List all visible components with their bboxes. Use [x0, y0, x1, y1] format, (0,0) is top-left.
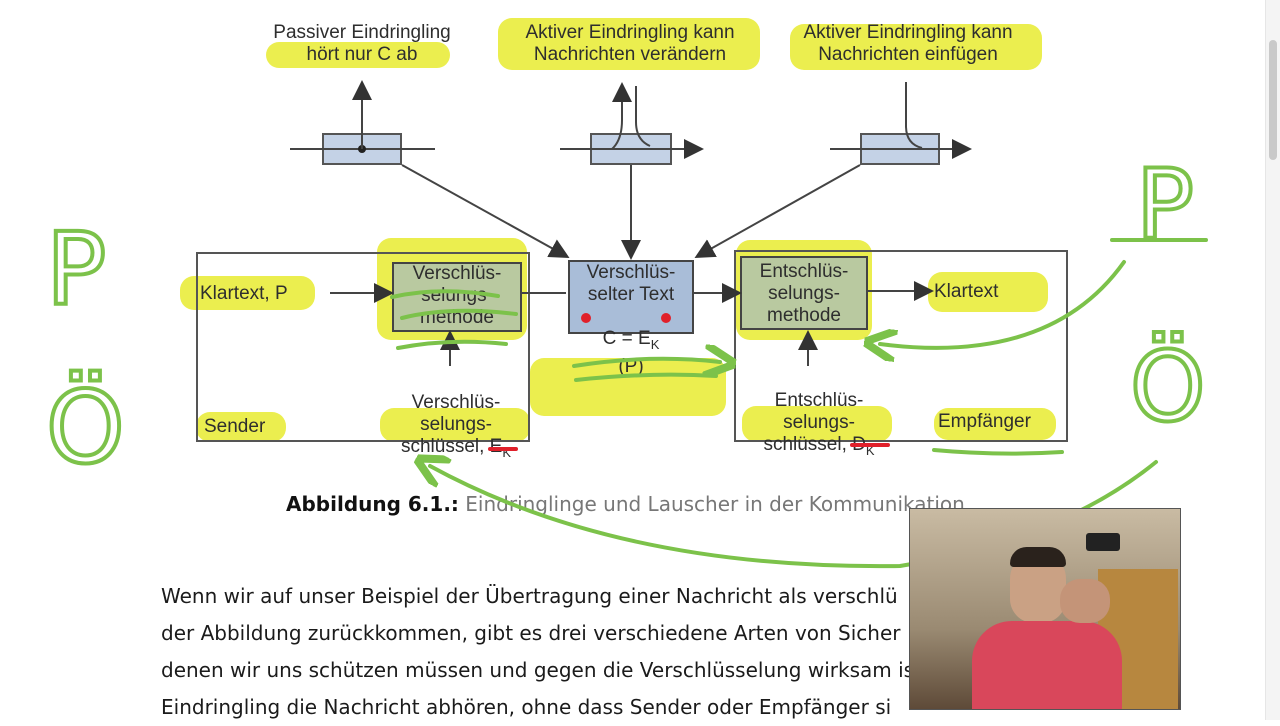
attacker-arrow — [611, 82, 632, 150]
sender-label: Sender — [204, 416, 266, 437]
ciphertext-label: Verschlüs- selter Text — [586, 262, 676, 305]
decryption-method-label: Entschlüs- selungs- methode — [759, 261, 849, 326]
scrollbar[interactable] — [1265, 0, 1280, 720]
encryption-key-text: Verschlüs- selungs- schlüssel, E — [400, 392, 503, 457]
formula-subscript: K — [650, 336, 660, 352]
decryption-key-subscript: K — [865, 442, 875, 458]
handwritten-oe-left: Ö — [46, 369, 125, 486]
encryption-key-subscript: K — [502, 444, 512, 460]
modify-return-line — [635, 86, 651, 147]
highlight-mark — [530, 358, 726, 416]
formula-start: C = E — [602, 328, 651, 349]
highlight-mark — [790, 24, 1042, 70]
receiver-plaintext-label: Klartext — [934, 281, 999, 302]
passive-attacker-label: Passiver Eindringling hört nur C ab — [273, 22, 451, 65]
handwritten-p-left: P — [46, 211, 106, 328]
figure-caption: Abbildung 6.1.: Eindringlinge und Lausch… — [286, 492, 965, 516]
highlight-mark — [498, 18, 760, 70]
webcam-person-hand — [1060, 579, 1110, 623]
highlight-mark — [928, 272, 1048, 312]
webcam-person-body — [972, 621, 1122, 709]
caption-text: Eindringlinge und Lauscher in der Kommun… — [458, 492, 965, 516]
convergence-arrow — [401, 164, 570, 258]
paragraph-line: denen wir uns schützen müssen und gegen … — [161, 658, 915, 682]
scrollbar-thumb[interactable] — [1269, 40, 1277, 160]
paragraph-line: Eindringling die Nachricht abhören, ohne… — [161, 695, 892, 719]
red-pen-marks — [488, 313, 890, 451]
body-paragraph: Wenn wir auf unser Beispiel der Übertrag… — [161, 578, 921, 726]
highlight-mark — [180, 276, 315, 310]
highlight-mark — [742, 406, 892, 442]
insert-line — [905, 82, 923, 149]
decryption-key-text: Entschlüs- selungs- schlüssel, D — [763, 390, 866, 455]
decryption-method-box — [740, 256, 868, 330]
handwritten-oe-right: Ö — [1130, 331, 1206, 443]
sender-box — [196, 252, 530, 442]
highlight-mark — [266, 42, 450, 68]
insert-attacker-label: Aktiver Eindringling kann Nachrichten ei… — [803, 22, 1013, 65]
receiver-label: Empfänger — [938, 411, 1031, 432]
webcam-lamp — [1086, 533, 1120, 551]
encryption-key-label: Verschlüs- selungs- schlüssel, EK — [386, 370, 526, 464]
encryption-method-label: Verschlüs- selungs- methode — [412, 263, 502, 328]
paragraph-line: Wenn wir auf unser Beispiel der Übertrag… — [161, 584, 898, 608]
modify-attacker-label: Aktiver Eindringling kann Nachrichten ve… — [525, 22, 735, 65]
highlight-mark — [196, 412, 286, 442]
highlight-mark — [380, 408, 530, 442]
caption-label: Abbildung 6.1.: — [286, 492, 459, 516]
sender-plaintext-label: Klartext, P — [200, 283, 288, 304]
highlight-mark — [934, 408, 1056, 440]
handwritten-p-right: P — [1136, 149, 1194, 261]
decryption-key-label: Entschlüs- selungs- schlüssel, DK — [748, 368, 890, 462]
convergence-arrow — [694, 164, 861, 258]
webcam-person-hair — [1010, 547, 1066, 567]
webcam-video — [909, 508, 1181, 710]
encryption-method-box — [392, 262, 522, 332]
paragraph-line: der Abbildung zurückkommen, gibt es drei… — [161, 621, 901, 645]
